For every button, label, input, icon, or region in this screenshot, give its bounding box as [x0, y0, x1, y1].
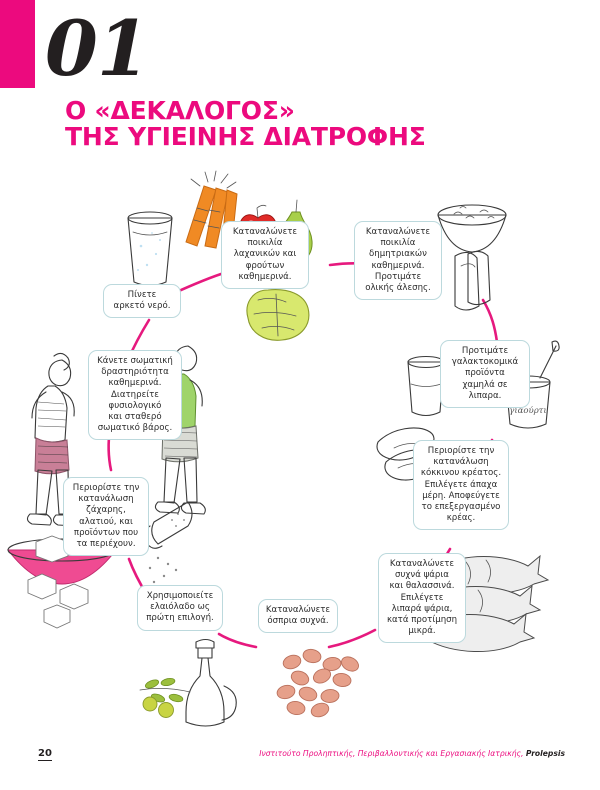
- water-glass-illustration: [127, 211, 173, 287]
- cereal-bowl-bread-illustration: [437, 204, 507, 311]
- olive-oil-bottle-illustration: [139, 638, 237, 727]
- cabbage-illustration: [246, 289, 310, 341]
- footer-brand: Prolepsis: [525, 749, 565, 758]
- beans-illustration: [276, 648, 359, 718]
- chapter-accent-bar: [0, 0, 35, 88]
- footer-credit: Ινστιτούτο Προληπτικής, Περιβαλλοντικής …: [259, 749, 565, 758]
- footer-page-number: 20: [38, 748, 52, 761]
- svg-text:γιαούρτι: γιαούρτι: [509, 405, 546, 416]
- page-title: Ο «ΔΕΚΑΛΟΓΟΣ» ΤΗΣ ΥΓΙΕΙΝΗΣ ΔΙΑΤΡΟΦΗΣ: [65, 98, 565, 150]
- page-title-line2: ΤΗΣ ΥΓΙΕΙΝΗΣ ΔΙΑΤΡΟΦΗΣ: [65, 122, 426, 151]
- page-title-line1: Ο «ΔΕΚΑΛΟΓΟΣ»: [65, 96, 295, 125]
- walking-person-left-illustration: [26, 352, 78, 527]
- salt-shaker-illustration: [143, 501, 193, 584]
- chapter-number: 01: [45, 4, 150, 93]
- milk-glass-illustration: [407, 355, 445, 417]
- healthy-eating-cycle-diagram: .ln { fill:none; stroke:#3a3a3a; stroke-…: [0, 170, 600, 730]
- footer-credit-text: Ινστιτούτο Προληπτικής, Περιβαλλοντικής …: [259, 749, 524, 758]
- sugar-bowl-illustration: [6, 535, 118, 629]
